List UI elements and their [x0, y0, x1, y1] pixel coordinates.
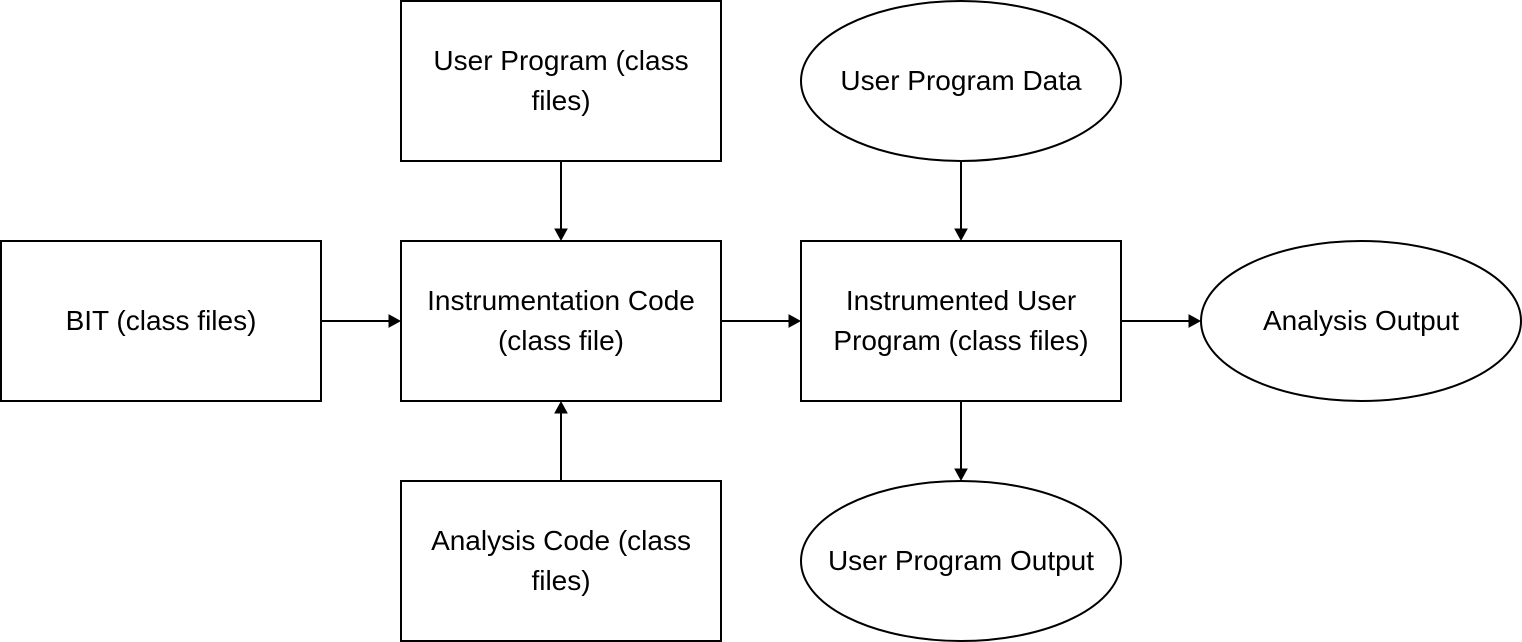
node-instrumented-user-program-box	[800, 240, 1122, 402]
arrowhead-instrumented-program-to-program-output	[954, 468, 968, 482]
node-user-program-box	[400, 0, 722, 162]
arrowhead-analysis-code-to-instrumentation	[554, 400, 568, 414]
arrowhead-user-program-to-instrumentation	[554, 228, 568, 242]
node-instrumentation-code-box	[400, 240, 722, 402]
node-bit-box	[0, 240, 322, 402]
node-analysis-output-ellipse	[1200, 240, 1522, 402]
node-user-program-data-ellipse	[800, 0, 1122, 162]
user-program-data-label: User Program Data	[840, 65, 1082, 96]
arrowhead-instrumented-program-to-analysis-output	[1188, 314, 1202, 328]
analysis-output-label: Analysis Output	[1262, 305, 1460, 336]
arrowhead-instrumentation-to-instrumented-program	[788, 314, 802, 328]
analysis-code-label: Analysis Code (class files)	[431, 525, 691, 596]
bit-label: BIT (class files)	[65, 305, 257, 336]
user-program-label: User Program (class files)	[433, 45, 689, 116]
arrowhead-program-data-to-instrumented-program	[954, 228, 968, 242]
instrumentation-code-label: Instrumentation Code (class file)	[427, 285, 695, 356]
instrumented-user-program-label: Instrumented User Program (class files)	[833, 285, 1089, 356]
user-program-output-label: User Program Output	[827, 545, 1095, 576]
node-analysis-code-box	[400, 480, 722, 642]
arrowhead-bit-to-instrumentation	[388, 314, 402, 328]
node-user-program-output-ellipse	[800, 480, 1122, 642]
